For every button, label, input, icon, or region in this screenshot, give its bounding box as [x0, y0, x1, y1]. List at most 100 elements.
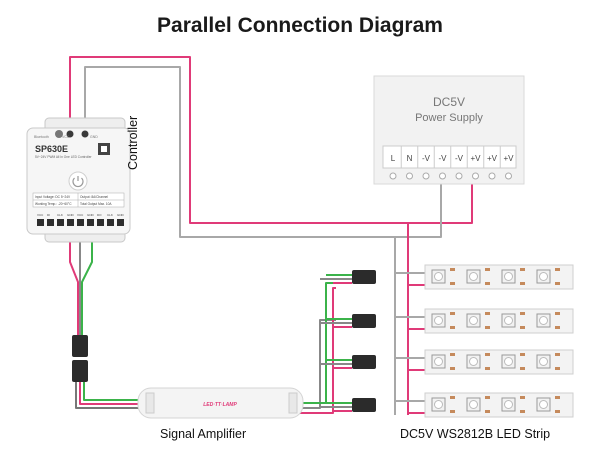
terminal-label-7: CLK — [107, 213, 113, 217]
page-title: Parallel Connection Diagram — [157, 14, 443, 37]
strip-2-cap-3 — [555, 367, 560, 370]
wire-to-amp-data — [83, 382, 148, 401]
strip-1-led-lens-3 — [539, 316, 548, 325]
strip-2-led-lens-1 — [469, 357, 478, 366]
power-icon — [72, 176, 84, 188]
psu-terminal-label-5: +V — [470, 154, 481, 163]
terminal-block-6 — [97, 219, 104, 226]
strip-0-resistor-3 — [555, 268, 560, 271]
strip-3-led-lens-0 — [434, 400, 443, 409]
psu-terminal-label-0: L — [391, 154, 396, 163]
wire-controller-output-data — [81, 240, 93, 335]
psu-terminal-label-3: -V — [439, 154, 448, 163]
strip-0-resistor-2 — [520, 268, 525, 271]
signal-amplifier: LED·TT·LAMP — [137, 387, 304, 419]
strip-3-led-lens-1 — [469, 400, 478, 409]
controller-top-label-vcc: VCC — [62, 135, 70, 139]
terminal-label-3: GND — [67, 213, 75, 217]
strip-1-cap-2 — [520, 326, 525, 329]
strip-1-resistor-1 — [485, 312, 490, 315]
terminal-label-5: GND — [87, 213, 95, 217]
amplifier-output-terminal — [288, 392, 298, 414]
strip-2-led-lens-3 — [539, 357, 548, 366]
strip-1-cap-0 — [450, 326, 455, 329]
strip-0-resistor-1 — [485, 268, 490, 271]
strip-0-led-lens-1 — [469, 272, 478, 281]
strip-0-cap-0 — [450, 282, 455, 285]
terminal-block-1 — [47, 219, 54, 226]
strip-1-led-lens-2 — [504, 316, 513, 325]
terminal-label-1: DI — [47, 213, 50, 217]
strip-label: DC5V WS2812B LED Strip — [400, 427, 551, 441]
controller-vcc-jack — [66, 130, 74, 138]
wire-to-amp-gray — [75, 382, 148, 409]
psu-terminal-label-6: +V — [487, 154, 498, 163]
amplifier-input-terminal — [145, 392, 155, 414]
controller-subtitle: 5V~24V PWM All In One LED Controller — [35, 155, 93, 159]
terminal-label-8: GND — [117, 213, 125, 217]
strip-1-led-lens-0 — [434, 316, 443, 325]
amplifier-brand-logo: LED·TT·LAMP — [203, 402, 237, 408]
strip-1-led-lens-1 — [469, 316, 478, 325]
controller-gnd-jack — [81, 130, 89, 138]
led-strip-3 — [352, 392, 574, 418]
terminal-block-8 — [117, 219, 124, 226]
wire-controller-output-positive — [69, 240, 79, 335]
strip-0-led-lens-2 — [504, 272, 513, 281]
strip-0-led-lens-0 — [434, 272, 443, 281]
strip-2-cap-0 — [450, 367, 455, 370]
spec-cell-1-1: Total Output Max. 10A — [80, 202, 112, 206]
strip-1-resistor-3 — [555, 312, 560, 315]
psu-screw-1 — [406, 172, 413, 180]
terminal-label-2: CLK — [57, 213, 63, 217]
strip-0-resistor-0 — [450, 268, 455, 271]
psu-screw-5 — [472, 172, 479, 180]
terminal-block-2 — [57, 219, 64, 226]
strip-3-cap-0 — [450, 410, 455, 413]
strip-pcb-3 — [424, 392, 574, 418]
terminal-label-4: VCC — [77, 213, 84, 217]
amplifier-body — [137, 387, 304, 419]
wire-to-amp-positive — [79, 382, 148, 405]
strip-connector-3 — [352, 398, 376, 412]
wire-amp-tree-positive — [300, 287, 336, 414]
led-strip-1 — [352, 308, 574, 334]
strip-3-resistor-0 — [450, 396, 455, 399]
cable-connector-top — [72, 335, 88, 357]
strip-2-cap-2 — [520, 367, 525, 370]
terminal-block-3 — [67, 219, 74, 226]
spec-cell-0-0: Input Voltage: DC 5~24V — [35, 195, 71, 199]
strip-3-cap-2 — [520, 410, 525, 413]
terminal-block-7 — [107, 219, 114, 226]
psu-screw-0 — [389, 172, 397, 180]
strip-2-led-lens-2 — [504, 357, 513, 366]
wire-amp-tree-data — [300, 282, 336, 404]
strip-2-led-lens-0 — [434, 357, 443, 366]
led-strip-0 — [352, 264, 574, 290]
controller-side-label: Controller — [126, 115, 140, 170]
strip-1-resistor-2 — [520, 312, 525, 315]
psu-screw-7 — [505, 172, 512, 180]
strip-3-cap-1 — [485, 410, 490, 413]
strip-3-resistor-1 — [485, 396, 490, 399]
cable-connector-bottom — [72, 360, 88, 382]
terminal-label-0: VCC — [37, 213, 44, 217]
strip-2-resistor-1 — [485, 353, 490, 356]
strip-1-cap-3 — [555, 326, 560, 329]
strip-0-cap-3 — [555, 282, 560, 285]
strip-2-resistor-3 — [555, 353, 560, 356]
strip-pcb-1 — [424, 308, 574, 334]
strip-2-resistor-0 — [450, 353, 455, 356]
power-supply-terminal-strip — [382, 145, 517, 169]
strip-3-cap-3 — [555, 410, 560, 413]
controller-led-dot — [55, 130, 63, 138]
led-strip-2 — [352, 349, 574, 375]
strip-1-resistor-0 — [450, 312, 455, 315]
strip-3-led-lens-2 — [504, 400, 513, 409]
strip-0-cap-2 — [520, 282, 525, 285]
spec-cell-0-1: Output: 8A/Channel — [80, 195, 108, 199]
